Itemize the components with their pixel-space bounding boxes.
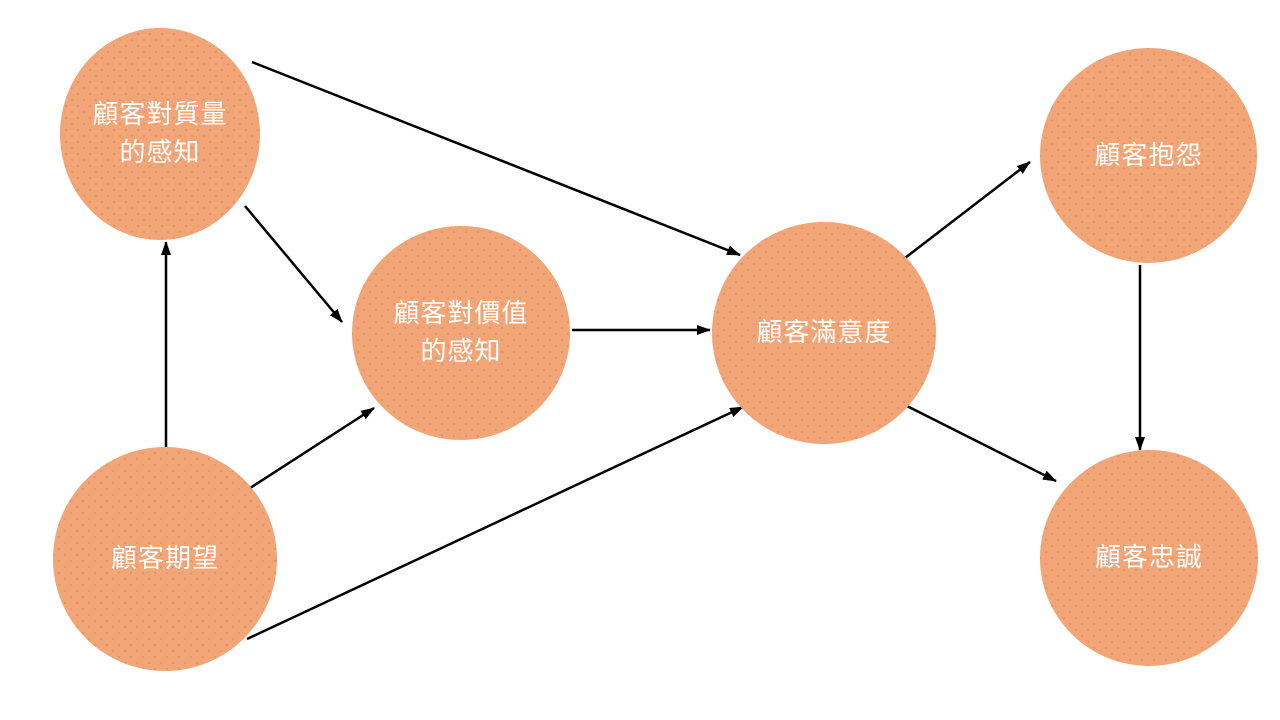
node-label: 顧客滿意度 <box>756 317 892 348</box>
node-label: 顧客對質量 的感知 <box>92 99 228 167</box>
node-label: 顧客忠誠 <box>1094 542 1203 573</box>
node-customer-expectations: 顧客期望 <box>53 447 277 671</box>
node-label: 顧客抱怨 <box>1094 139 1203 170</box>
node-label: 顧客對價值 的感知 <box>393 298 529 366</box>
node-customer-complaints: 顧客抱怨 <box>1040 48 1257 263</box>
edge-quality-to-value <box>244 205 343 323</box>
node-perceived-value: 顧客對價值 的感知 <box>352 226 570 440</box>
node-label: 顧客期望 <box>110 543 219 574</box>
node-perceived-quality: 顧客對質量 的感知 <box>60 28 260 240</box>
edge-satisfaction-to-loyalty <box>902 402 1057 483</box>
edge-quality-to-satisfaction <box>251 60 741 257</box>
edge-expectations-to-satisfaction <box>246 405 744 641</box>
node-customer-loyalty: 顧客忠誠 <box>1040 450 1258 666</box>
node-customer-satisfaction: 顧客滿意度 <box>712 222 936 444</box>
edge-satisfaction-to-complaints <box>904 161 1031 259</box>
edge-expectations-to-value <box>246 406 375 492</box>
